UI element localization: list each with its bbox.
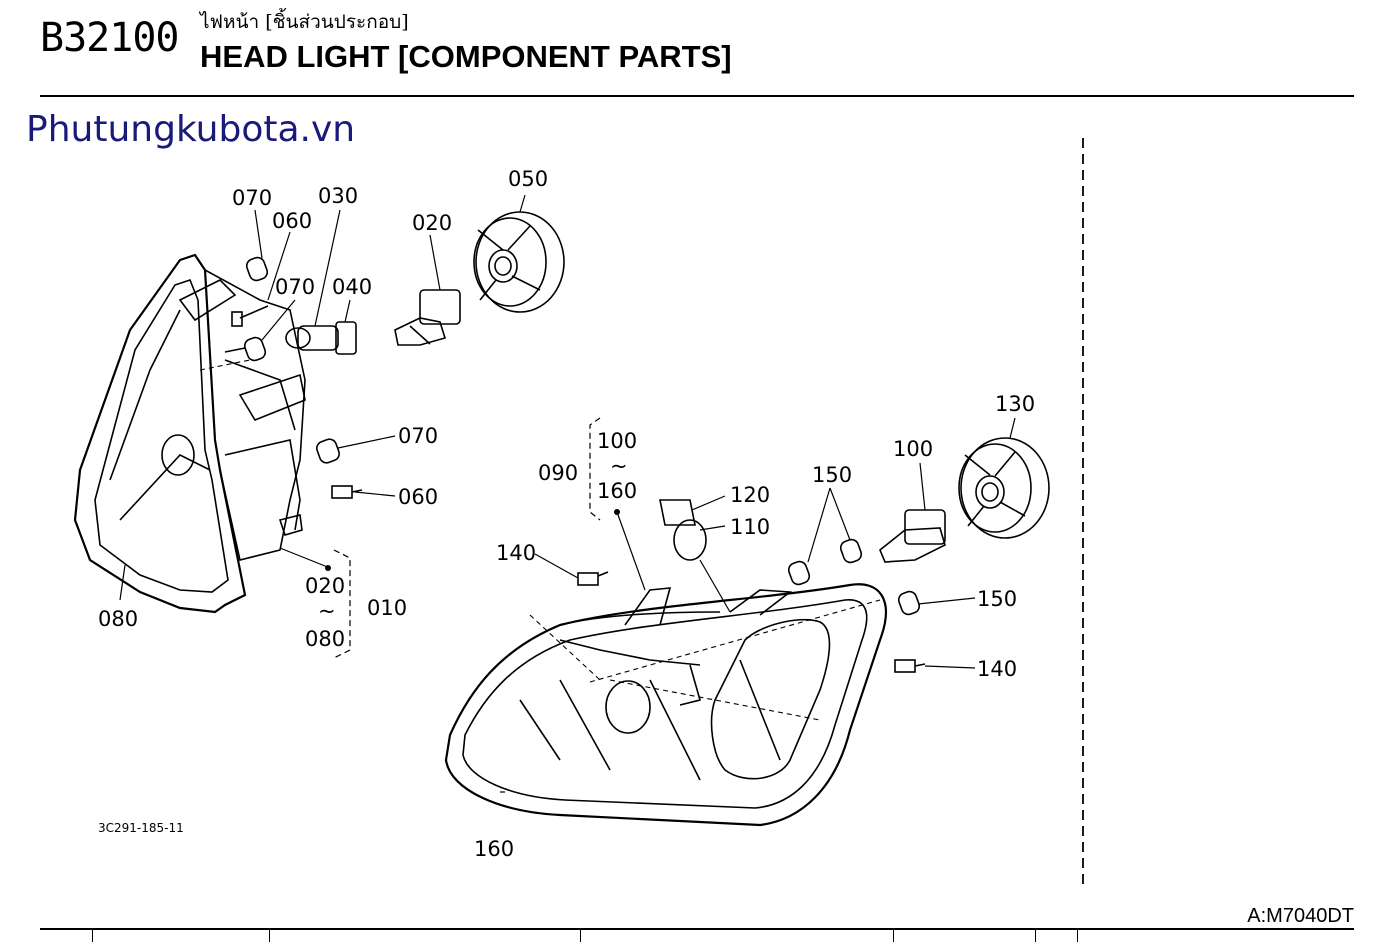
assembly-leaders <box>199 359 881 721</box>
callout-080: 080 <box>305 627 345 651</box>
callout-140: 140 <box>496 541 536 565</box>
right-small-parts <box>577 437 1050 673</box>
callout-070: 070 <box>232 186 272 210</box>
callout-030: 030 <box>318 184 358 208</box>
callout-100: 100 <box>597 429 637 453</box>
leader-lines <box>119 194 1016 793</box>
callout-050: 050 <box>508 167 548 191</box>
callout-060: 060 <box>398 485 438 509</box>
model-reference: A:M7040DT <box>1247 905 1354 927</box>
callout-060: 060 <box>272 209 312 233</box>
callout-100: 100 <box>893 437 933 461</box>
callout-140: 140 <box>977 657 1017 681</box>
callout-160: 160 <box>597 479 637 503</box>
callout-150: 150 <box>977 587 1017 611</box>
callout-130: 130 <box>995 392 1035 416</box>
title-thai: ไฟหน้า [ชิ้นส่วนประกอบ] <box>200 11 409 33</box>
bulb-socket-cap-050 <box>473 211 565 313</box>
header-divider <box>40 95 1354 97</box>
callout-010: 010 <box>367 596 407 620</box>
table-column-divider <box>269 930 270 942</box>
left-small-parts <box>224 256 461 499</box>
table-top-border <box>40 928 1354 930</box>
range-tilde: ~ <box>318 599 336 623</box>
table-column-divider <box>893 930 894 942</box>
callout-labels: 070 060 030 050 020 070 040 070 060 080 … <box>98 167 1035 861</box>
page-title: HEAD LIGHT [COMPONENT PARTS] <box>200 39 732 74</box>
callout-040: 040 <box>332 275 372 299</box>
callout-020: 020 <box>305 574 345 598</box>
left-headlight-assembly <box>73 253 306 614</box>
callout-160: 160 <box>474 837 514 861</box>
parts-diagram: 070 060 030 050 020 070 040 070 060 080 … <box>73 138 1084 890</box>
watermark: Phutungkubota.vn <box>26 109 356 150</box>
callout-090: 090 <box>538 461 578 485</box>
table-column-divider <box>1077 930 1078 942</box>
figure-code: 3C291-185-11 <box>98 821 184 835</box>
table-column-divider <box>92 930 93 942</box>
callout-080: 080 <box>98 607 138 631</box>
callout-110: 110 <box>730 515 770 539</box>
callout-070: 070 <box>275 275 315 299</box>
callout-120: 120 <box>730 483 770 507</box>
table-column-divider <box>580 930 581 942</box>
range-tilde: ~ <box>610 454 628 478</box>
table-column-divider <box>1035 930 1036 942</box>
part-code: B32100 <box>40 15 179 61</box>
range-brackets <box>333 417 601 659</box>
callout-070: 070 <box>398 424 438 448</box>
callout-020: 020 <box>412 211 452 235</box>
callout-150: 150 <box>812 463 852 487</box>
right-headlight-assembly <box>444 583 887 827</box>
